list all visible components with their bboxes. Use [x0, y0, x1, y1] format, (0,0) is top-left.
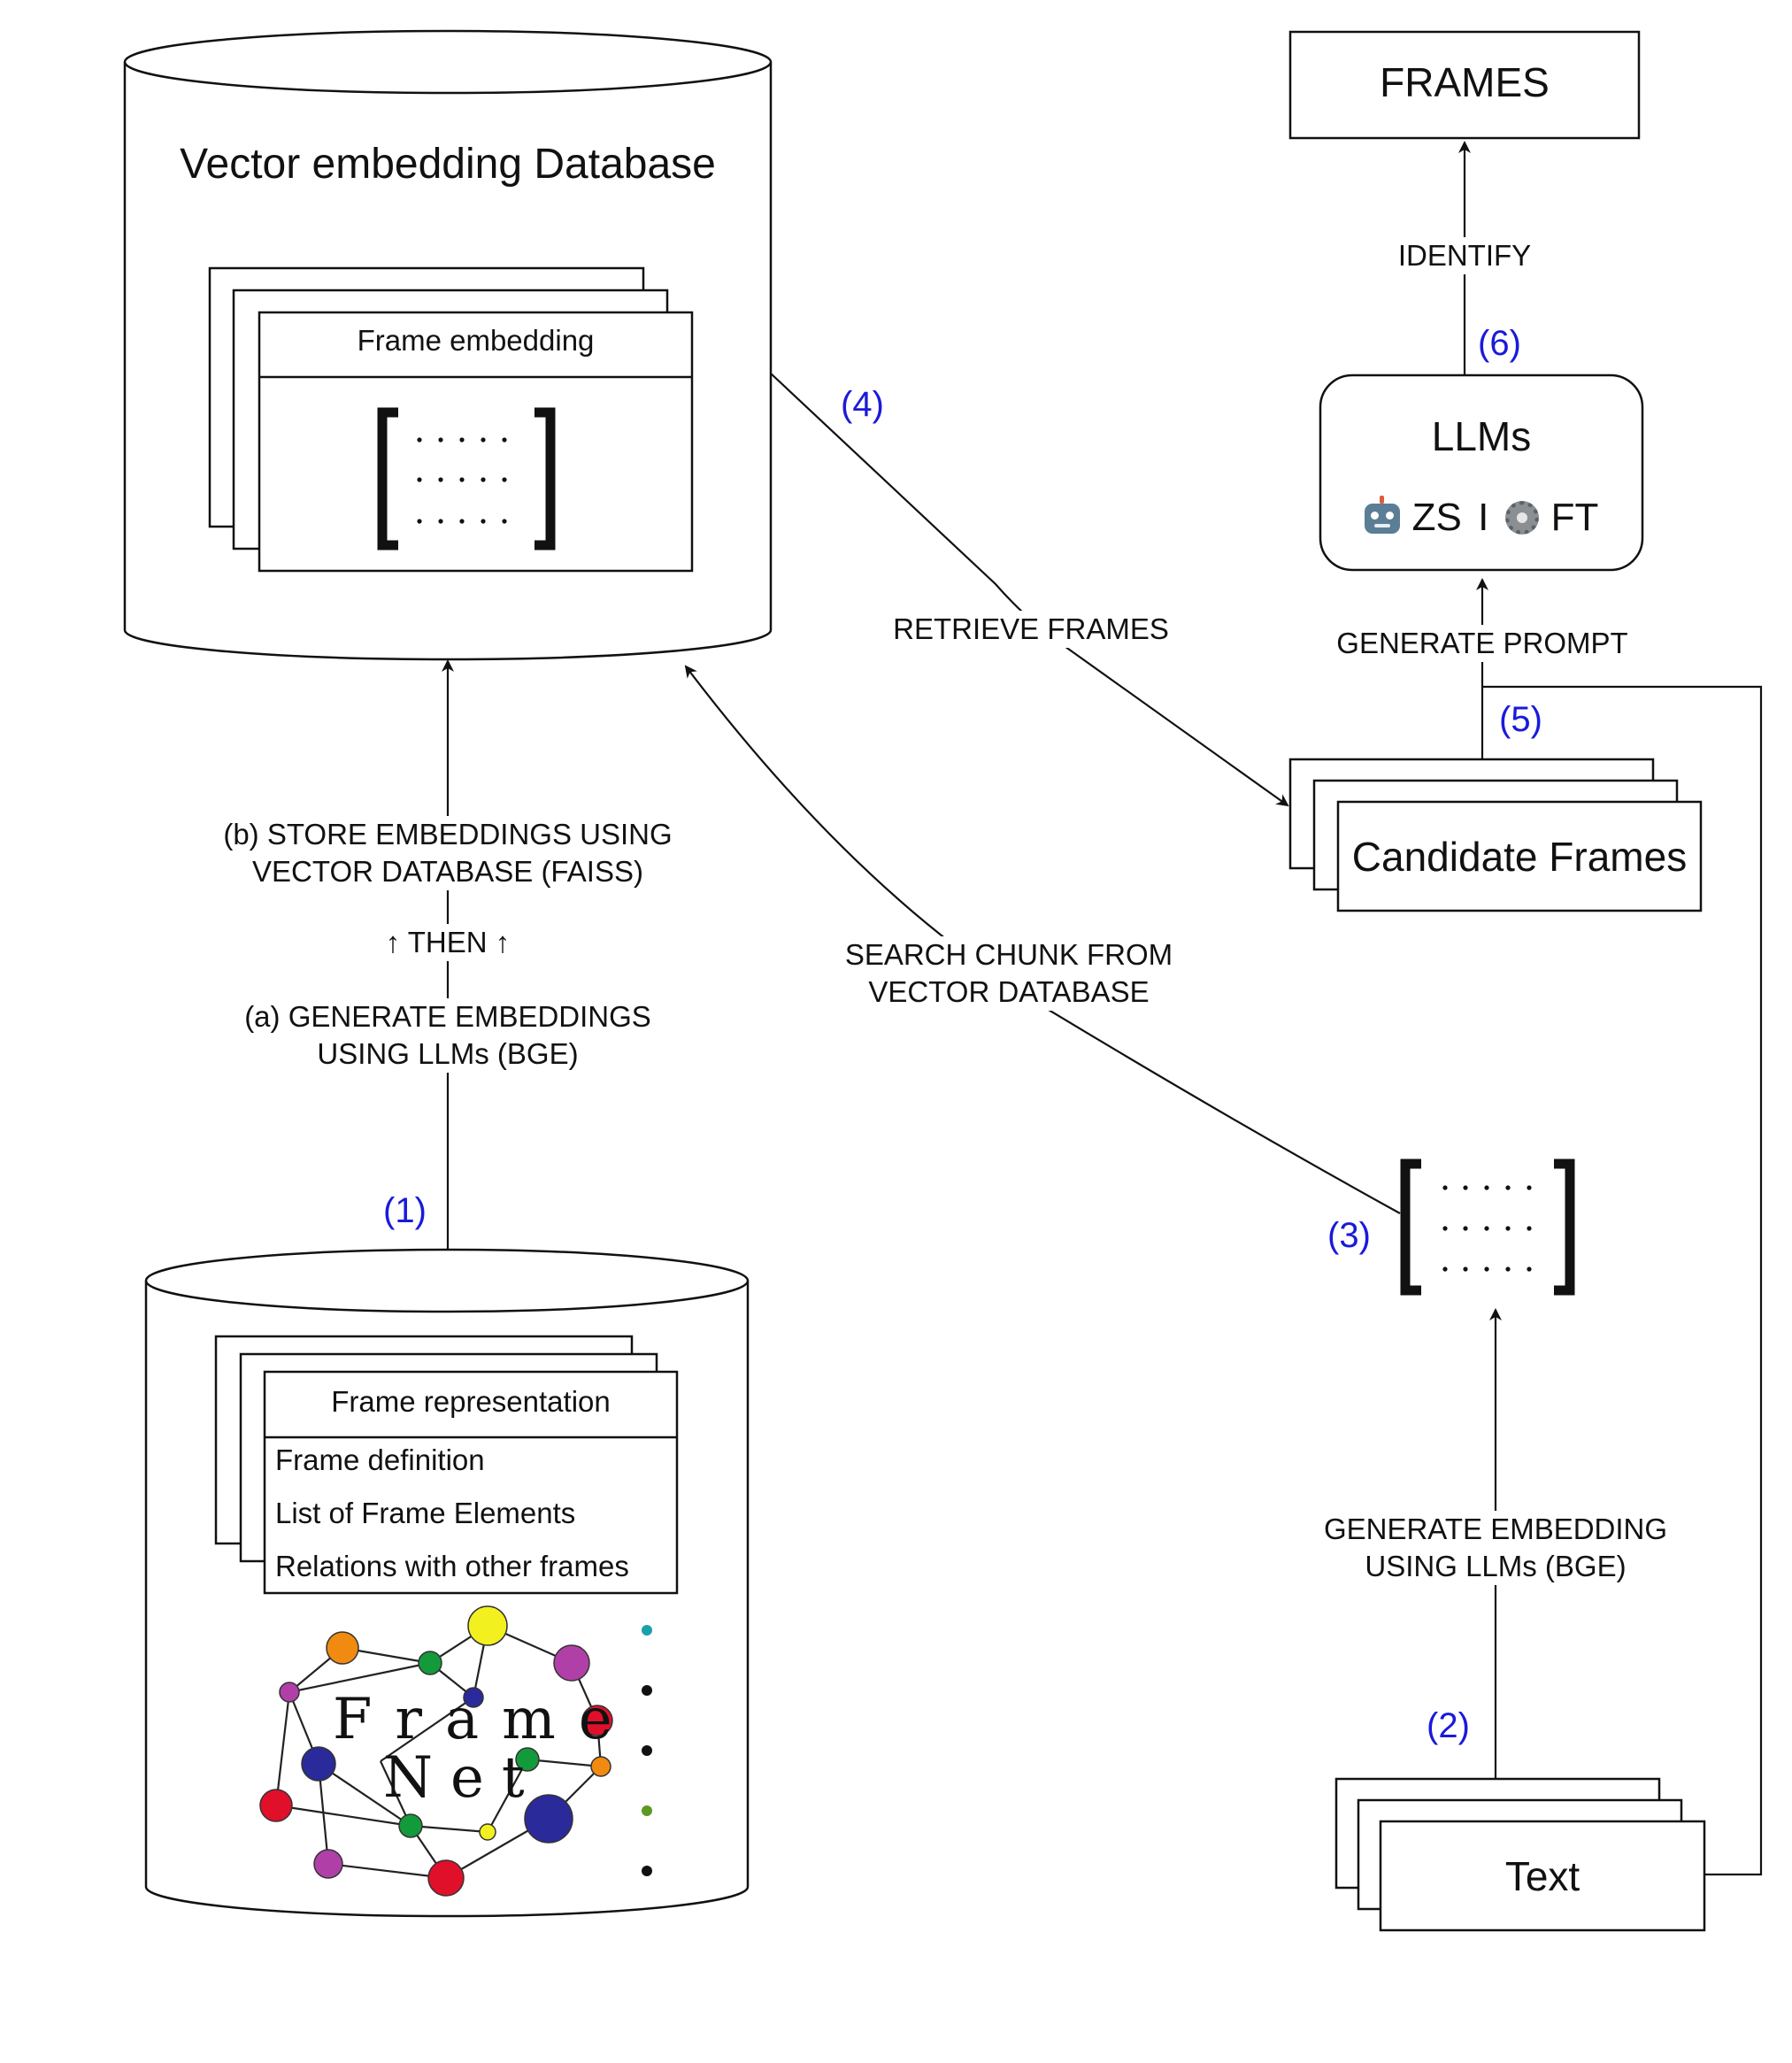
frame-embedding-stack: [208, 266, 694, 573]
llms-title: LLMs: [1431, 413, 1532, 459]
zs-label: ZS: [1411, 496, 1462, 539]
retrieve-frames-arrow: [770, 373, 1289, 807]
frame-definition-row: Frame definition: [275, 1443, 485, 1476]
frames-box-label: FRAMES: [1380, 59, 1550, 105]
framenet-logo-nodes: [259, 1605, 613, 1897]
frame-elements-row: List of Frame Elements: [275, 1497, 576, 1529]
text-card: [1379, 1820, 1706, 1932]
candidate-frames-stack: [1288, 758, 1703, 912]
candidate-frames-card: [1336, 800, 1703, 912]
embedding-matrix-icon: [377, 407, 556, 550]
framenet-logo-word-frame: Frame: [333, 1687, 635, 1752]
frame-representation-stack: [214, 1335, 679, 1595]
text-to-prompt-line: [1482, 685, 1763, 1876]
database-title: Vector embedding Database: [180, 141, 716, 188]
robot-icon: [1364, 496, 1400, 534]
step-2-label: (2): [1427, 1706, 1470, 1745]
step-1-label: (1): [383, 1191, 427, 1230]
identify-label: IDENTIFY: [1389, 237, 1540, 274]
frame-representation-card-title: Frame representation: [331, 1385, 611, 1418]
step-4-label: (4): [841, 385, 884, 424]
step-5-label: (5): [1499, 700, 1542, 739]
then-label: ↑ THEN ↑: [359, 924, 536, 961]
gear-icon: [1504, 501, 1539, 535]
llms-modes: ZS I FT: [1320, 496, 1642, 540]
frame-embedding-card: [258, 311, 694, 573]
query-embedding-matrix-icon: [1400, 1159, 1575, 1296]
text-box-label: Text: [1504, 1853, 1580, 1899]
step-3-label: (3): [1327, 1216, 1371, 1255]
candidate-frames-label: Candidate Frames: [1351, 834, 1688, 880]
retrieve-frames-label: RETRIEVE FRAMES: [885, 611, 1177, 648]
ft-label: FT: [1550, 496, 1599, 539]
frame-representation-card: [263, 1370, 679, 1595]
frame-embedding-card-title: Frame embedding: [357, 324, 595, 357]
framenet-logo-word-net: Net: [383, 1745, 542, 1811]
framenet-logo-dots: [642, 1625, 652, 1876]
frame-relations-row: Relations with other frames: [275, 1550, 629, 1582]
step-6-label: (6): [1478, 324, 1521, 363]
frames-box: [1288, 30, 1641, 140]
mode-separator: I: [1478, 496, 1489, 539]
generate-prompt-label: GENERATE PROMPT: [1319, 625, 1646, 662]
llms-box: [1319, 373, 1644, 572]
text-stack: [1334, 1777, 1706, 1932]
